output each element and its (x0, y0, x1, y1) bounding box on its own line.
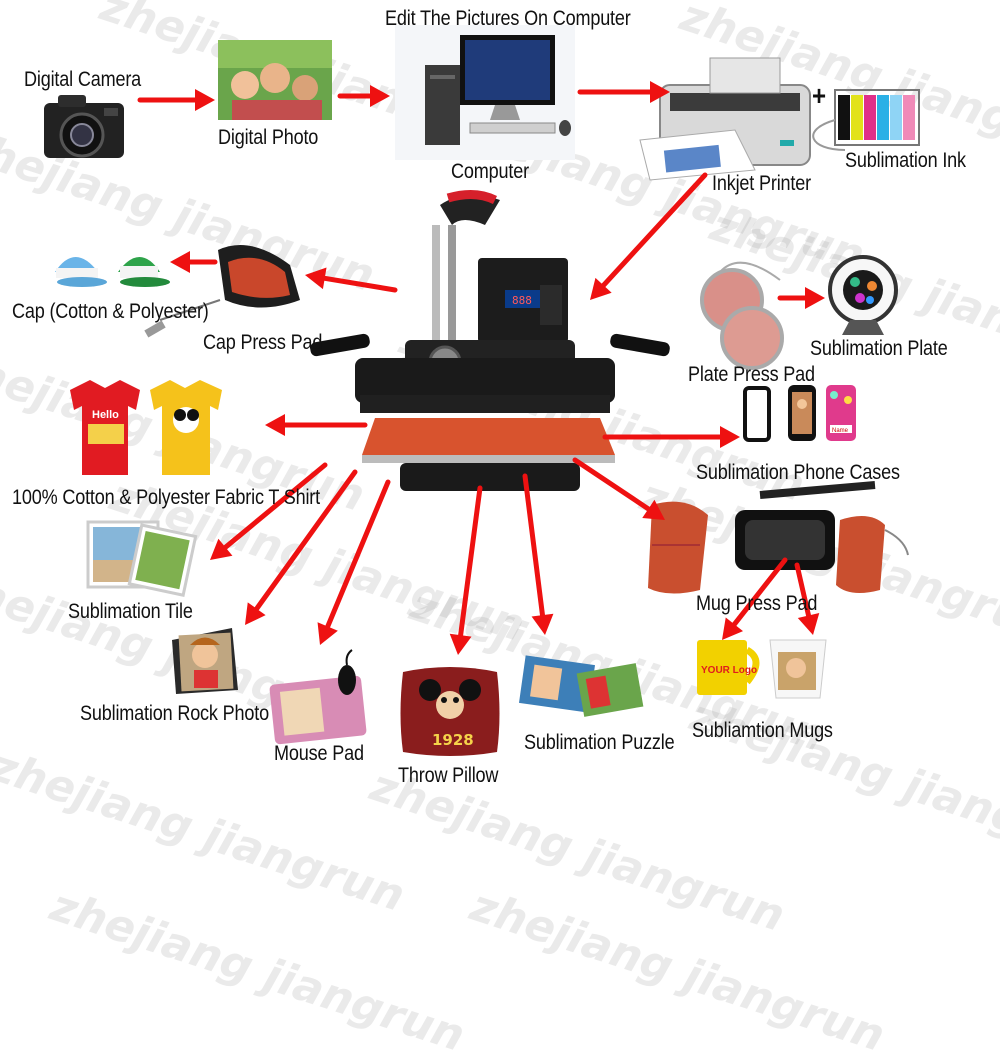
label-tshirt: 100% Cotton & Polyester Fabric T Shirt (12, 486, 321, 509)
svg-text:888: 888 (512, 294, 532, 307)
pillow-number-text: 1928 (432, 731, 474, 749)
printer-icon (639, 57, 811, 181)
arrow-press-to-pillow (449, 485, 483, 655)
picture-layer: 888 Hello (44, 25, 920, 756)
arrow-cap-pad-to-caps (170, 251, 218, 273)
label-throw-pillow: Throw Pillow (398, 764, 499, 787)
label-mug-press-pad: Mug Press Pad (696, 592, 818, 615)
label-rock-photo: Sublimation Rock Photo (80, 702, 269, 725)
tile-icon (86, 520, 198, 597)
puzzle-icon (519, 655, 644, 717)
arrow-press-to-phone-cases (602, 426, 740, 448)
label-tile: Sublimation Tile (68, 600, 193, 623)
label-sublimation-plate: Sublimation Plate (810, 337, 948, 360)
ink-system-icon (812, 89, 920, 151)
tshirt-icon: Hello (70, 380, 222, 475)
mug-icon: YOUR Logo (697, 639, 827, 699)
label-cap-press-pad: Cap Press Pad (203, 331, 323, 354)
label-computer: Computer (451, 160, 529, 183)
phone-case-icon: Name (743, 385, 856, 442)
arrow-printer-to-press (590, 172, 708, 300)
mouse-pad-icon (269, 649, 367, 745)
tshirt-print-text: Hello (92, 409, 119, 421)
arrow-photo-to-computer (337, 85, 390, 107)
arrow-press-to-tshirt (265, 414, 368, 436)
mug-press-pad-icon (648, 481, 909, 594)
phone-case-name-text: Name (832, 428, 849, 434)
arrow-press-to-puzzle (522, 473, 554, 635)
arrow-press-to-rock-photo (245, 469, 358, 625)
heat-press-machine: 888 (310, 190, 670, 491)
pillow-icon: 1928 (400, 667, 500, 756)
mug-logo-text: YOUR Logo (701, 665, 757, 676)
arrow-layer (137, 81, 825, 655)
photo-icon (218, 40, 332, 120)
rock-photo-icon (172, 628, 238, 694)
label-inkjet-printer: Inkjet Printer (712, 172, 811, 195)
label-cap: Cap (Cotton & Polyester) (12, 300, 209, 323)
computer-icon (395, 25, 575, 160)
label-plus: + (812, 80, 826, 111)
arrow-computer-to-printer (577, 81, 670, 103)
label-digital-camera: Digital Camera (24, 68, 142, 91)
sublimation-plate-icon (828, 255, 898, 335)
label-plate-press-pad: Plate Press Pad (688, 363, 815, 386)
label-sublimation-ink: Sublimation Ink (845, 149, 966, 172)
label-puzzle: Sublimation Puzzle (524, 731, 675, 754)
label-mugs: Subliamtion Mugs (692, 719, 833, 742)
cap-press-pad-icon (144, 245, 300, 338)
arrow-camera-to-photo (137, 89, 215, 111)
label-mouse-pad: Mouse Pad (274, 742, 364, 765)
arrow-press-to-cap-pad (305, 267, 398, 293)
arrow-plate-pad-to-plate (777, 287, 825, 309)
arrow-mug-pad-to-yellow-mug (722, 557, 788, 640)
arrow-press-to-mouse-pad (317, 479, 391, 645)
arrow-press-to-tile (210, 462, 328, 560)
cap-icon (55, 257, 170, 287)
label-phone-cases: Sublimation Phone Cases (696, 461, 900, 484)
label-digital-photo: Digital Photo (218, 126, 319, 149)
arrow-press-to-mug-pad (572, 457, 665, 520)
camera-icon (44, 95, 124, 158)
label-edit-pictures: Edit The Pictures On Computer (385, 7, 631, 30)
plate-press-pad-icon (700, 261, 784, 370)
arrow-mug-pad-to-white-mug (794, 562, 820, 635)
